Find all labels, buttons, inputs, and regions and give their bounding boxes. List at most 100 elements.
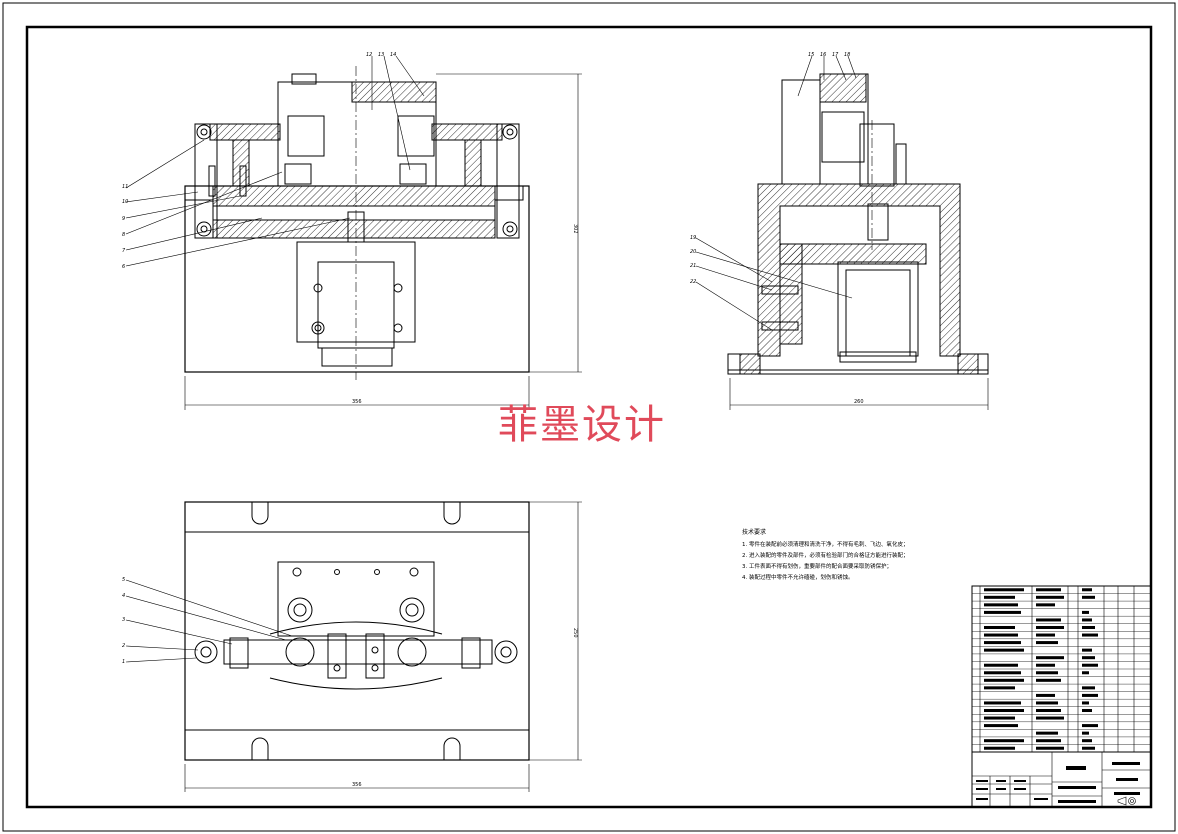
balloon-9: 9 — [122, 216, 125, 222]
parts-list-rows — [972, 588, 1151, 750]
top-leader-lines — [125, 579, 293, 663]
parts-cell-mark — [1036, 663, 1055, 667]
parts-cell-mark — [1082, 618, 1092, 622]
parts-cell-mark — [1082, 595, 1095, 599]
balloon-19: 19 — [690, 235, 696, 241]
parts-cell-mark — [1036, 656, 1064, 660]
parts-cell-mark — [984, 701, 1021, 705]
parts-cell-mark — [1036, 731, 1058, 735]
parts-cell-mark — [1082, 625, 1095, 630]
parts-cell-mark — [984, 746, 1015, 750]
balloon-2: 2 — [122, 643, 125, 649]
parts-cell-mark — [984, 708, 1024, 713]
parts-cell-mark — [1036, 641, 1058, 645]
front-balloons-top: 12 13 14 — [366, 52, 396, 58]
dim-front-height: 302 — [572, 224, 578, 234]
balloon-4: 4 — [122, 593, 125, 599]
parts-cell-mark — [984, 663, 1018, 667]
parts-cell-mark — [984, 588, 1024, 592]
sheet-inner-border — [25, 25, 1153, 809]
balloon-12: 12 — [366, 52, 372, 58]
balloon-8: 8 — [122, 232, 125, 238]
parts-cell-mark — [984, 678, 1024, 682]
parts-cell-mark — [1082, 588, 1092, 592]
balloon-13: 13 — [378, 52, 384, 58]
balloon-16: 16 — [820, 52, 826, 58]
balloon-7: 7 — [122, 248, 126, 254]
parts-cell-mark — [1036, 716, 1064, 720]
parts-cell-mark — [984, 671, 1021, 675]
balloon-10: 10 — [122, 199, 128, 205]
parts-cell-mark — [1082, 648, 1092, 652]
parts-cell-mark — [1036, 701, 1058, 705]
front-view — [184, 66, 530, 380]
balloon-11: 11 — [122, 184, 128, 190]
parts-cell-mark — [1082, 671, 1089, 675]
parts-cell-mark — [1082, 693, 1098, 697]
parts-cell-mark — [984, 610, 1021, 614]
balloon-3: 3 — [122, 617, 125, 623]
parts-cell-mark — [1036, 671, 1058, 675]
parts-cell-mark — [984, 625, 1015, 630]
technical-notes: 技术要求 1. 零件在装配前必须清理和清洗干净，不得有毛刺、飞边、氧化皮； 2.… — [742, 528, 909, 581]
parts-cell-mark — [1082, 746, 1095, 750]
parts-cell-mark — [1082, 663, 1098, 667]
dim-front-width: 356 — [352, 399, 362, 405]
parts-cell-mark — [1082, 708, 1092, 713]
parts-cell-mark — [1082, 633, 1098, 637]
parts-cell-mark — [1036, 595, 1064, 599]
side-balloons-top: 15 16 17 18 — [808, 52, 850, 58]
top-balloons-left: 5 4 3 2 1 — [122, 577, 125, 665]
dim-top-width: 356 — [352, 782, 362, 788]
parts-cell-mark — [984, 603, 1018, 607]
parts-cell-mark — [1082, 610, 1089, 614]
technical-note-2: 2. 进入装配的零件及部件，必须有检验部门的合格证方能进行装配； — [742, 551, 909, 559]
parts-cell-mark — [984, 641, 1021, 645]
dim-top-height: 250 — [572, 628, 578, 638]
balloon-1: 1 — [122, 659, 125, 665]
balloon-15: 15 — [808, 52, 814, 58]
watermark-text: 菲墨设计 — [498, 402, 666, 448]
balloon-20: 20 — [690, 249, 696, 255]
balloon-17: 17 — [832, 52, 839, 58]
side-balloons-left: 19 20 21 22 — [690, 235, 696, 285]
balloon-22: 22 — [690, 279, 696, 285]
parts-cell-mark — [1082, 739, 1092, 743]
balloon-21: 21 — [690, 263, 696, 269]
parts-cell-mark — [1036, 618, 1061, 622]
parts-cell-mark — [984, 633, 1018, 637]
balloon-14: 14 — [390, 52, 396, 58]
side-leader-lines — [695, 55, 857, 331]
parts-cell-mark — [984, 686, 1015, 690]
parts-cell-mark — [1036, 603, 1055, 607]
parts-cell-mark — [1036, 588, 1061, 592]
parts-cell-mark — [1082, 686, 1095, 690]
title-block — [971, 751, 1152, 808]
parts-cell-mark — [1082, 701, 1089, 705]
front-balloons-left: 11 10 9 8 7 6 — [122, 184, 128, 270]
balloon-5: 5 — [122, 577, 125, 583]
technical-notes-title: 技术要求 — [742, 528, 766, 536]
parts-cell-mark — [1036, 739, 1061, 743]
side-dimensions — [729, 378, 989, 410]
balloon-6: 6 — [122, 264, 125, 270]
parts-cell-mark — [1036, 746, 1064, 750]
dim-side-width: 260 — [854, 399, 864, 405]
parts-cell-mark — [984, 595, 1015, 599]
parts-cell-mark — [1036, 708, 1061, 713]
parts-cell-mark — [1082, 656, 1095, 660]
parts-cell-mark — [984, 716, 1015, 720]
top-view — [184, 501, 530, 761]
balloon-18: 18 — [844, 52, 850, 58]
parts-cell-mark — [1082, 724, 1098, 728]
side-view — [727, 73, 989, 375]
technical-note-1: 1. 零件在装配前必须清理和清洗干净，不得有毛刺、飞边、氧化皮； — [742, 540, 909, 548]
parts-cell-mark — [1036, 625, 1064, 630]
technical-note-4: 4. 装配过程中零件不允许磕碰，划伤和锈蚀。 — [742, 573, 854, 581]
top-dimensions — [184, 501, 582, 792]
parts-cell-mark — [984, 739, 1024, 743]
title-block-fills — [976, 762, 1140, 803]
parts-cell-mark — [1082, 731, 1089, 735]
parts-cell-mark — [984, 724, 1018, 728]
